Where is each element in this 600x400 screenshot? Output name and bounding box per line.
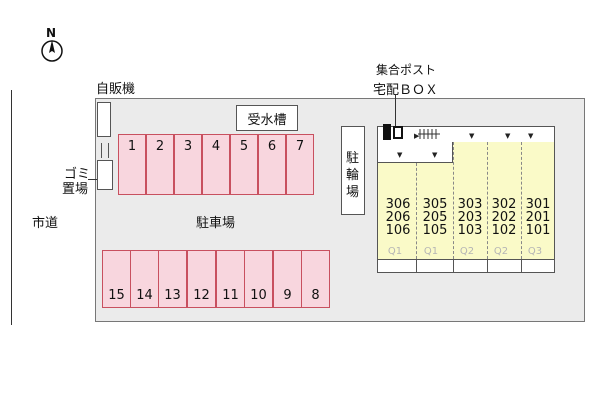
garbage-area [97,160,113,190]
room-number: 102 [491,223,517,238]
parking-space-number: 2 [155,139,165,154]
mailbox-label: 集合ポスト [376,63,437,77]
parking-space-5: 5 [230,134,258,195]
parking-space-number: 7 [295,139,305,154]
parking-space-number: 8 [311,288,320,303]
bicycle-parking-label-1: 駐 [346,151,360,166]
parking-space-7: 7 [286,134,314,195]
entrance-arrow-icon: ▼ [432,151,438,159]
room-number: 306 [385,197,411,212]
delivery-box-label: 宅配ＢＯＸ [373,83,439,98]
mailbox-pointer-line [395,95,396,129]
parking-space-8: 8 [301,250,330,308]
parking-space-4: 4 [202,134,230,195]
parking-space-number: 15 [108,288,125,303]
unit-type-tag: Q3 [527,246,543,257]
entrance-arrow-icon: ▼ [505,132,511,140]
unit-type-tag: Q2 [459,246,475,257]
unit-divider [487,142,488,259]
divider-marker [101,143,109,158]
unit-type-tag: Q2 [493,246,509,257]
base-divider [416,259,417,273]
unit-type-tag: Q1 [423,246,439,257]
room-number: 103 [457,223,483,238]
garbage-label-line1: ゴミ [64,167,91,182]
vending-machine-label: 自販機 [96,82,136,97]
stairs-icon [418,129,440,139]
compass-north-label: N [46,26,57,40]
water-tank: 受水槽 [236,105,298,131]
room-number: 206 [385,210,411,225]
garbage-label-line2: 置場 [62,182,89,197]
parking-space-number: 5 [239,139,249,154]
room-number: 302 [491,197,517,212]
base-divider [521,259,522,273]
unit-divider [416,163,417,259]
parking-space-2: 2 [146,134,174,195]
parking-space-15: 15 [102,250,131,308]
base-divider [453,259,454,273]
compass-rose-icon [41,40,63,62]
parking-space-number: 12 [193,288,210,303]
parking-space-6: 6 [258,134,286,195]
parking-space-number: 9 [283,288,292,303]
bicycle-parking: 駐 輪 場 [341,126,365,215]
parking-space-number: 4 [211,139,221,154]
parking-space-number: 6 [267,139,277,154]
parking-space-number: 1 [127,139,137,154]
bicycle-parking-label-2: 輪 [346,168,360,183]
parking-space-number: 3 [183,139,193,154]
parking-space-number: 13 [164,288,181,303]
building-body [377,163,555,259]
parking-space-11: 11 [216,250,245,308]
mailbox-icon [383,124,391,140]
unit-divider [453,142,454,259]
room-number: 101 [525,223,551,238]
building-corridor-step [377,142,453,163]
parking-space-1: 1 [118,134,146,195]
garbage-pointer-line [88,179,97,180]
room-number: 106 [385,223,411,238]
parking-space-14: 14 [130,250,159,308]
unit-rooms: 305 205 105 [418,198,452,237]
parking-space-number: 14 [136,288,153,303]
entrance-arrow-icon: ▶ [414,132,420,140]
unit-rooms: 302 202 102 [487,198,521,237]
room-number: 105 [422,223,448,238]
vending-machine [97,102,111,137]
room-number: 301 [525,197,551,212]
entrance-arrow-icon: ▼ [397,151,403,159]
compass: N [38,26,66,66]
parking-space-12: 12 [187,250,216,308]
unit-divider [521,142,522,259]
room-number: 203 [457,210,483,225]
parking-space-number: 10 [250,288,267,303]
water-tank-label: 受水槽 [247,112,287,128]
building-base [377,259,555,273]
parking-lot-label: 駐車場 [196,216,236,231]
entrance-arrow-icon: ▼ [469,132,475,140]
room-number: 205 [422,210,448,225]
parking-space-10: 10 [244,250,273,308]
road-edge-line [11,90,12,325]
parking-space-9: 9 [273,250,302,308]
unit-rooms: 301 201 101 [521,198,555,237]
room-number: 201 [525,210,551,225]
building-upper-wing [453,142,555,163]
entrance-arrow-icon: ▼ [528,132,534,140]
road-label: 市道 [32,216,59,231]
parking-space-number: 11 [222,288,239,303]
bicycle-parking-label-3: 場 [346,185,360,200]
unit-rooms: 303 203 103 [453,198,487,237]
parking-space-13: 13 [158,250,187,308]
parking-space-3: 3 [174,134,202,195]
room-number: 303 [457,197,483,212]
base-divider [487,259,488,273]
room-number: 305 [422,197,448,212]
unit-rooms: 306 206 106 [381,198,415,237]
unit-type-tag: Q1 [387,246,403,257]
delivery-box-icon [393,126,403,139]
room-number: 202 [491,210,517,225]
